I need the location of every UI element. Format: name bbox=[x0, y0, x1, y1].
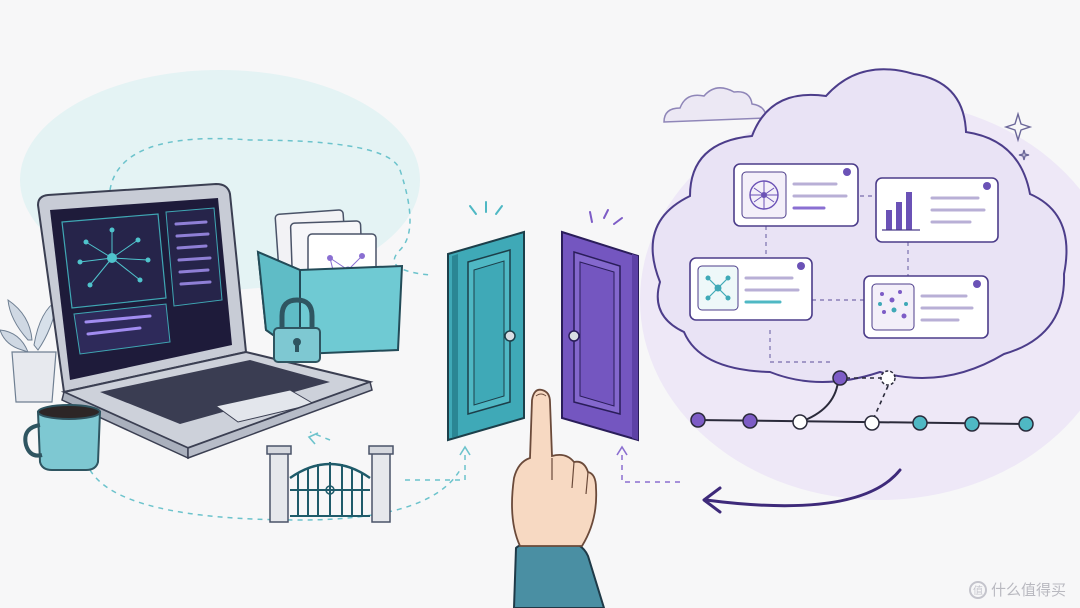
file-box-icon bbox=[256, 209, 404, 356]
cloud-connectors bbox=[765, 195, 909, 363]
return-arrow-icon bbox=[702, 468, 902, 514]
plant-icon bbox=[0, 298, 59, 403]
watermark: 值 什么值得买 bbox=[968, 579, 1066, 600]
gate-icon bbox=[266, 445, 394, 523]
coffee-mug-icon bbox=[23, 404, 102, 471]
bar-chart-card-icon bbox=[875, 177, 999, 243]
purple-dashed-connector bbox=[621, 452, 680, 483]
sparkle-icon bbox=[1003, 111, 1033, 161]
laptop-icon bbox=[36, 182, 374, 460]
purple-door-icon bbox=[561, 209, 639, 442]
purple-arrow-head bbox=[616, 445, 628, 456]
timeline-icon bbox=[690, 370, 1034, 432]
dashed-connectors bbox=[89, 137, 466, 521]
watermark-logo-icon: 值 bbox=[968, 580, 987, 599]
pointing-hand-icon bbox=[511, 388, 606, 608]
padlock-icon bbox=[273, 297, 321, 363]
scatter-card-icon bbox=[863, 275, 989, 339]
watermark-text: 什么值得买 bbox=[990, 581, 1066, 599]
gate-arrow-head bbox=[307, 432, 319, 445]
teal-arrow-head bbox=[459, 445, 471, 456]
teal-door-icon bbox=[447, 201, 525, 442]
small-cloud-icon bbox=[663, 87, 767, 123]
network-card-icon-teal bbox=[689, 257, 813, 321]
network-card-icon bbox=[733, 163, 859, 227]
